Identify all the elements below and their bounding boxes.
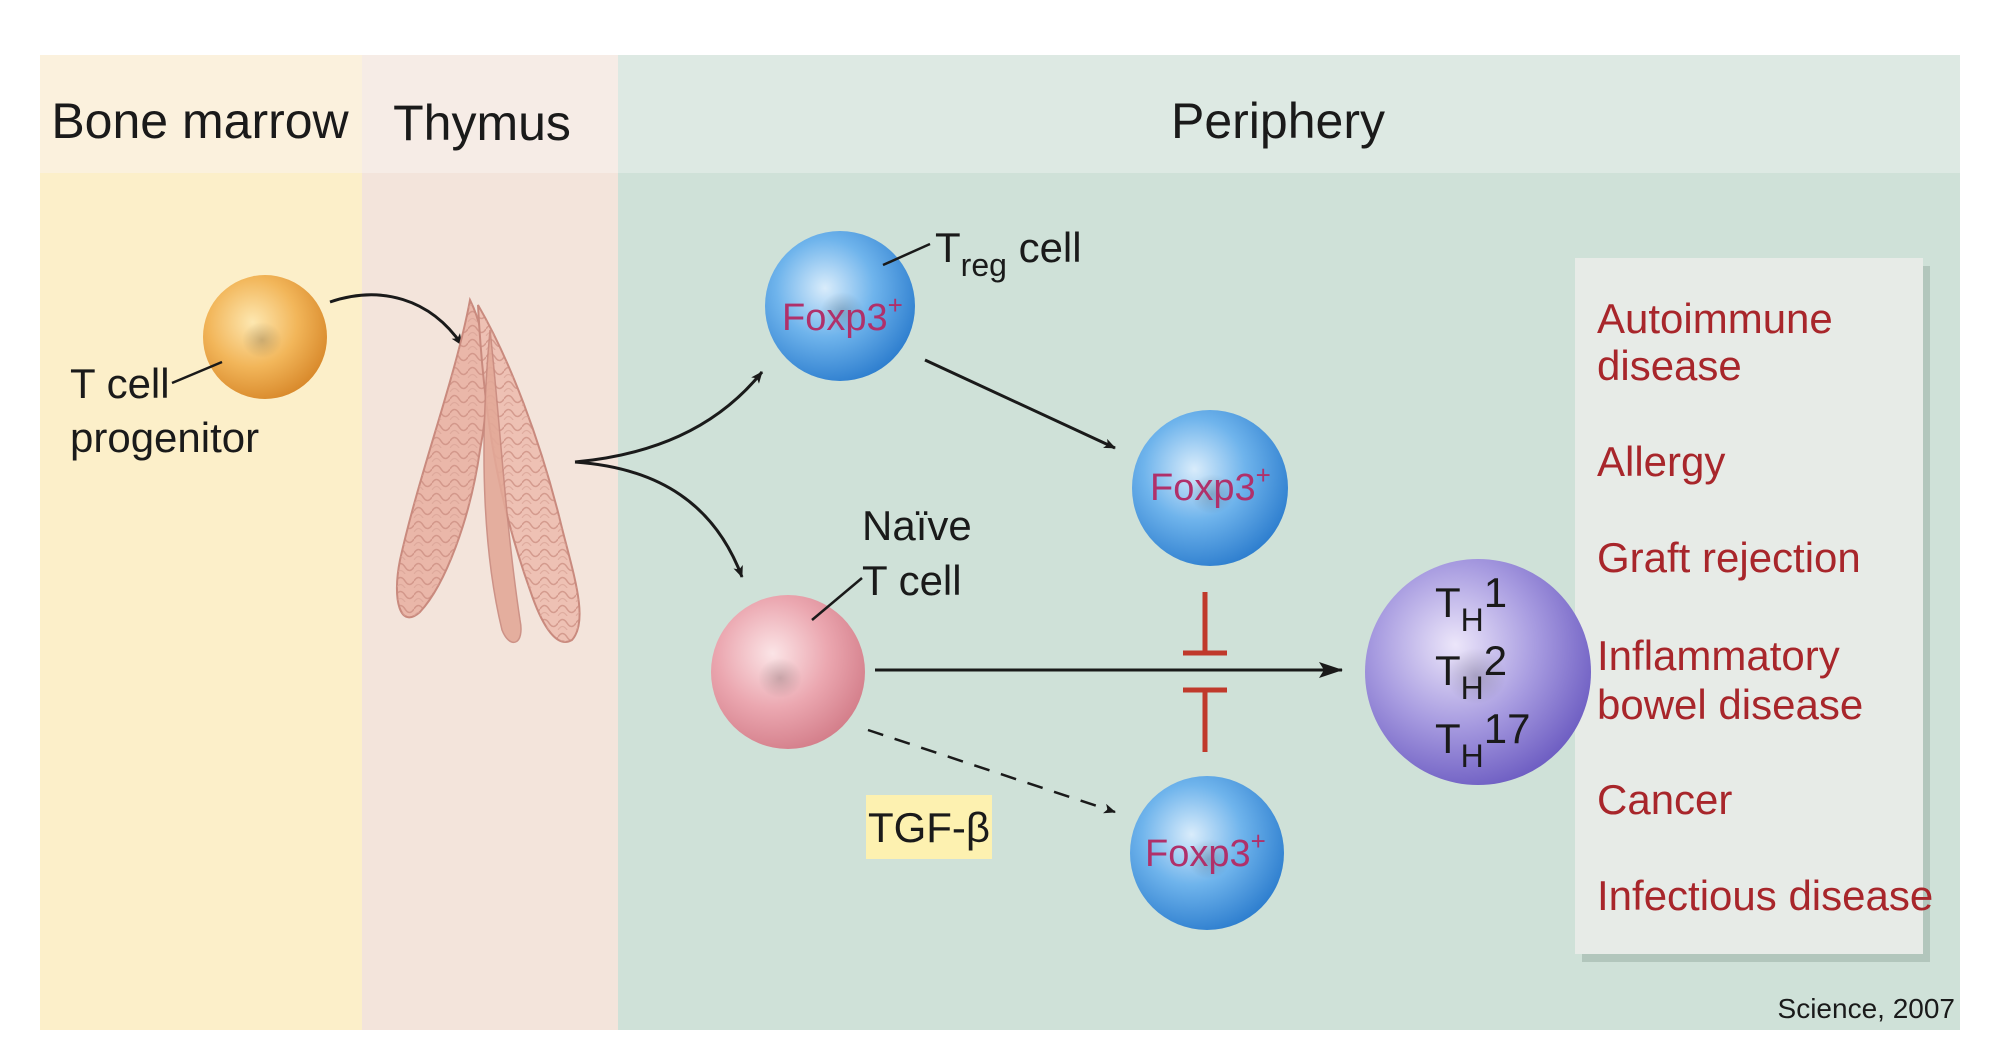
naive-label-line1: Naïve [862, 502, 972, 549]
treg-cell [765, 231, 915, 381]
disease-panel [1575, 258, 1923, 954]
treg-label: Treg cell [935, 224, 1082, 283]
disease-autoimmune-line2: disease [1597, 342, 1742, 389]
disease-cancer: Cancer [1597, 776, 1732, 823]
disease-graft-rejection: Graft rejection [1597, 534, 1861, 581]
foxp3-sup: + [888, 290, 903, 320]
progenitor-label-line2: progenitor [70, 414, 259, 461]
progenitor-pointer [171, 360, 223, 385]
th-num: 17 [1484, 705, 1531, 752]
treg-pointer [882, 242, 931, 267]
foxp3-cell-middle [1132, 410, 1288, 566]
th-sub: H [1461, 738, 1484, 774]
tgf-beta-label: TGF-β [868, 804, 990, 851]
t-cell-progenitor [203, 275, 327, 399]
th1-label: TH1 [1435, 569, 1507, 638]
naive-label-line2: T cell [862, 557, 962, 604]
th-sub: H [1461, 670, 1484, 706]
th-main: T [1435, 647, 1461, 694]
th-sub: H [1461, 602, 1484, 638]
th-main: T [1435, 715, 1461, 762]
foxp3-cell-bottom [1130, 776, 1284, 930]
th2-label: TH2 [1435, 637, 1507, 706]
thymus-header [362, 55, 618, 173]
periphery-title: Periphery [1171, 93, 1385, 149]
disease-ibd-line1: Inflammatory [1597, 632, 1840, 679]
foxp3-sup: + [1256, 460, 1271, 490]
foxp3-sup: + [1251, 826, 1266, 856]
progenitor-label-line1: T cell [70, 360, 170, 407]
treg-sub: reg [961, 247, 1007, 283]
arrow-treg-to-foxp3 [924, 358, 1116, 450]
bone-marrow-title: Bone marrow [51, 93, 349, 149]
middle-foxp3-label: Foxp3+ [1150, 460, 1271, 509]
inhibition-bar-bottom [1183, 687, 1227, 752]
inhibition-bar-top [1183, 592, 1227, 656]
foxp3-text: Foxp3 [1145, 833, 1251, 875]
bone-marrow-header [40, 55, 362, 173]
foxp3-text: Foxp3 [782, 297, 888, 339]
tgf-beta-box [866, 795, 992, 859]
naive-t-cell [711, 595, 865, 749]
treg-main: T [935, 224, 961, 271]
treg-tail: cell [1007, 224, 1082, 271]
treg-foxp3-label: Foxp3+ [782, 290, 903, 339]
th-effector-cell [1365, 559, 1591, 785]
periphery-header [618, 55, 1960, 173]
arrow-thymus-to-treg [574, 371, 764, 464]
thymus-title: Thymus [393, 95, 571, 151]
citation: Science, 2007 [1778, 993, 1955, 1024]
thymus-organ [396, 296, 581, 643]
bone-marrow-zone [40, 55, 362, 1030]
naive-pointer [811, 577, 863, 621]
disease-autoimmune-line1: Autoimmune [1597, 295, 1833, 342]
arrow-thymus-to-naive [574, 460, 744, 578]
disease-allergy: Allergy [1597, 438, 1725, 485]
arrow-progenitor-to-thymus [329, 293, 464, 346]
dashed-arrow-naive-to-foxp3 [867, 728, 1116, 814]
disease-infectious: Infectious disease [1597, 872, 1933, 919]
th17-label: TH17 [1435, 705, 1530, 774]
bottom-foxp3-label: Foxp3+ [1145, 826, 1266, 875]
th-main: T [1435, 579, 1461, 626]
th-num: 1 [1484, 569, 1507, 616]
disease-ibd-line2: bowel disease [1597, 681, 1863, 728]
th-num: 2 [1484, 637, 1507, 684]
foxp3-text: Foxp3 [1150, 467, 1256, 509]
